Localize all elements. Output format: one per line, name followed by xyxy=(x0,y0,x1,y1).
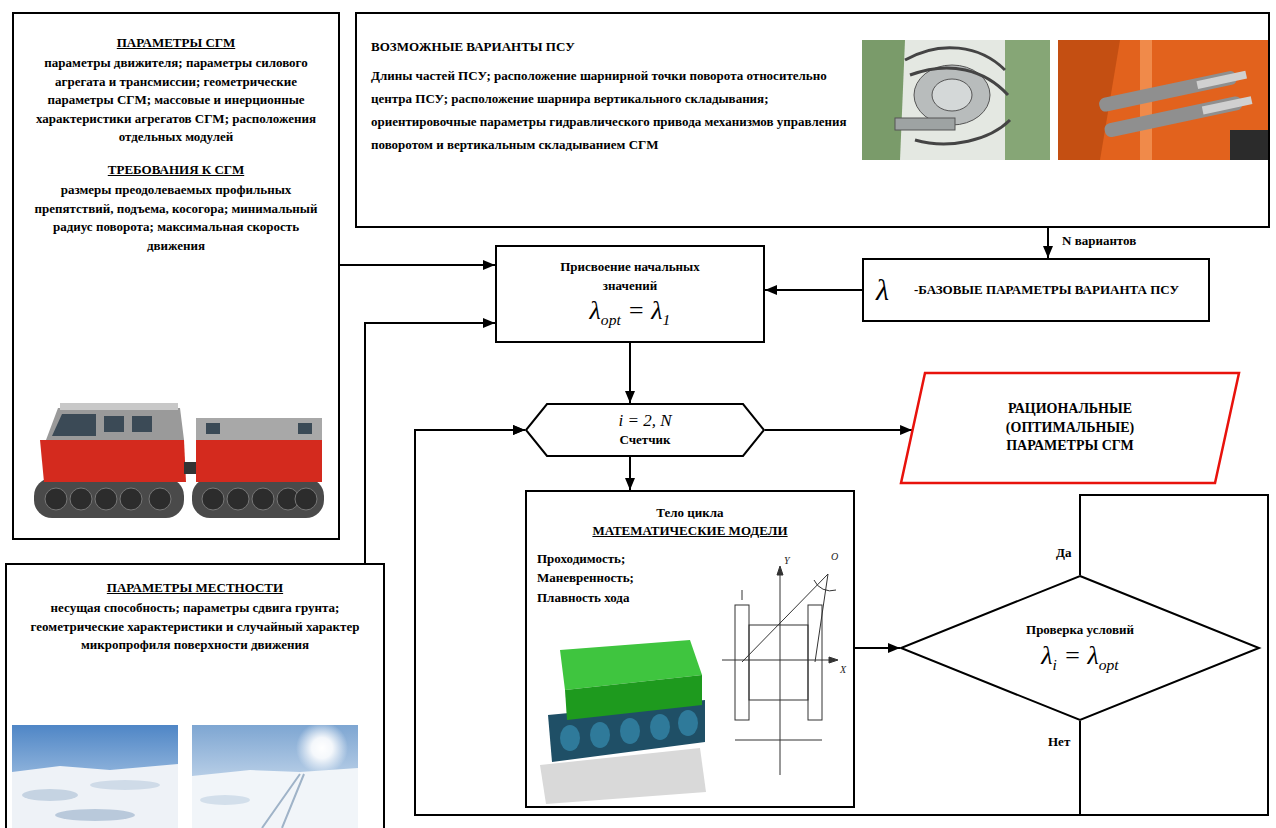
panel-text: размеры преодолеваемых профильных препят… xyxy=(30,181,322,255)
box-text: РАЦИОНАЛЬНЫЕ (ОПТИМАЛЬНЫЕ) ПАРАМЕТРЫ СГМ xyxy=(990,400,1150,457)
turning-scheme xyxy=(722,566,838,775)
flow-connector xyxy=(415,430,1080,815)
box-text: -БАЗОВЫЕ ПАРАМЕТРЫ ВАРИАНТА ПСУ xyxy=(897,281,1196,299)
parallelogram-outline xyxy=(901,373,1239,483)
variants-panel: ВОЗМОЖНЫЕ ВАРИАНТЫ ПСУ Длины частей ПСУ; … xyxy=(355,12,1270,228)
coupling-photo xyxy=(862,40,1050,160)
panel-heading: ТРЕБОВАНИЯ К СГМ xyxy=(108,161,244,179)
connector-label: N вариантов xyxy=(1060,233,1138,249)
connector-label: Нет xyxy=(1046,734,1072,750)
hydraulic-photo xyxy=(1058,40,1268,160)
flow-connector xyxy=(340,264,495,266)
counter-hexagon: i = 2, NСчетчик xyxy=(525,403,765,457)
symbol: λ xyxy=(876,269,889,312)
parameter-box: λ -БАЗОВЫЕ ПАРАМЕТРЫ ВАРИАНТА ПСУ xyxy=(862,258,1210,322)
flow-connector xyxy=(415,430,1268,815)
diamond-outline xyxy=(901,576,1259,720)
box-text: Проверка условий xyxy=(1026,621,1134,639)
connector-label: Да xyxy=(1054,545,1073,561)
panel-text: Проходимость; Маневренность; Плавность х… xyxy=(537,549,662,608)
loop-body-box: Тело циклаМАТЕМАТИЧЕСКИЕ МОДЕЛИ Проходимо… xyxy=(525,490,855,808)
box-title: Тело цикла xyxy=(656,504,723,522)
panel-heading: ПАРАМЕТРЫ МЕСТНОСТИ xyxy=(107,579,283,597)
panel-text: несущая способность; параметры сдвига гр… xyxy=(23,599,367,655)
init-box: Присвоение начальных значенийλopt = λ1 xyxy=(495,245,765,343)
panel-heading: ВОЗМОЖНЫЕ ВАРИАНТЫ ПСУ xyxy=(371,38,575,56)
decision-diamond: Проверка условийλi = λopt xyxy=(900,575,1260,721)
formula: i = 2, N xyxy=(618,411,671,431)
flow-connector xyxy=(1047,228,1049,258)
formula: λi = λopt xyxy=(1041,640,1118,675)
vehicle-illustration xyxy=(34,403,324,518)
box-text: Счетчик xyxy=(619,431,670,449)
axis-label: O xyxy=(831,551,838,562)
axis-label: X xyxy=(840,664,846,675)
input-panel: ПАРАМЕТРЫ СГМ параметры движителя; параме… xyxy=(12,12,340,540)
flow-connector xyxy=(855,647,900,649)
flow-connector xyxy=(365,323,495,563)
box-text: Присвоение начальных значений xyxy=(543,258,718,295)
panel-heading: ПАРАМЕТРЫ СГМ xyxy=(117,34,236,52)
formula: λopt = λ1 xyxy=(590,295,671,330)
panel-text: параметры движителя; параметры силового … xyxy=(30,54,322,147)
terrain-panel: ПАРАМЕТРЫ МЕСТНОСТИ несущая способность; … xyxy=(5,563,385,828)
hexagon-outline xyxy=(526,404,764,456)
panel-text: Длины частей ПСУ; расположение шарнирной… xyxy=(371,64,849,156)
vehicle-model xyxy=(540,640,706,804)
flow-connector xyxy=(629,457,631,490)
flow-connector xyxy=(765,289,862,291)
output-parallelogram: РАЦИОНАЛЬНЫЕ (ОПТИМАЛЬНЫЕ) ПАРАМЕТРЫ СГМ xyxy=(900,372,1240,484)
axis-label: Y xyxy=(784,555,790,566)
flow-connector xyxy=(629,343,631,403)
snow-photo xyxy=(12,725,178,828)
panel-heading: МАТЕМАТИЧЕСКИЕ МОДЕЛИ xyxy=(592,522,787,540)
flow-connector xyxy=(765,429,912,431)
snow-road-photo xyxy=(192,722,358,828)
